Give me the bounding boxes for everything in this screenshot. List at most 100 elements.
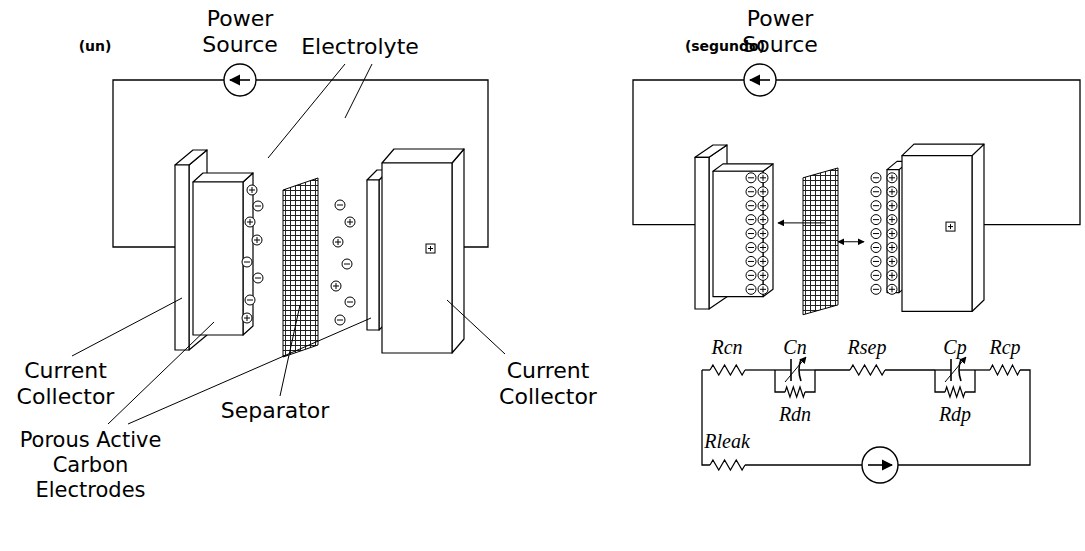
- ion-sign: [892, 286, 893, 292]
- ion-circle: [758, 284, 768, 294]
- ion-circle: [342, 259, 352, 269]
- ion-circle: [247, 185, 257, 195]
- panel-letter: (un): [79, 38, 112, 55]
- ion-circle: [746, 243, 756, 253]
- terminal-sign: [430, 246, 431, 251]
- ion-circle: [746, 201, 756, 211]
- ion-sign: [338, 239, 339, 245]
- ion-circle: [335, 315, 345, 325]
- carbon-electrode-side: [243, 173, 253, 335]
- wire: [935, 369, 951, 370]
- ion-sign: [763, 231, 764, 237]
- negative-ion: [245, 295, 255, 305]
- current-collector-side: [972, 144, 984, 311]
- leader-line: [72, 298, 182, 356]
- component-label: Current Collector: [3, 358, 128, 410]
- negative-ion: [746, 215, 756, 225]
- ion-circle: [746, 215, 756, 225]
- leader-line: [280, 305, 300, 396]
- positive-ion: [245, 217, 255, 227]
- ion-circle: [871, 201, 881, 211]
- positive-ion: [887, 243, 897, 253]
- wire: [935, 370, 945, 392]
- current-collector-top: [695, 145, 727, 157]
- negative-ion: [871, 201, 881, 211]
- ion-circle: [345, 297, 355, 307]
- resistor-symbol: [990, 365, 1020, 375]
- ion-circle: [746, 187, 756, 197]
- negative-ion: [253, 273, 263, 283]
- leader-line: [345, 64, 372, 118]
- circuit-symbol-label: Rleak: [704, 430, 750, 454]
- ion-circle: [331, 281, 341, 291]
- positive-ion: [758, 215, 768, 225]
- resistor-symbol: [850, 365, 885, 375]
- ion-sign: [337, 320, 343, 321]
- wire: [113, 80, 224, 247]
- ion-sign: [873, 261, 879, 262]
- ion-sign: [255, 278, 261, 279]
- ion-sign: [873, 191, 879, 192]
- negative-ion: [871, 229, 881, 239]
- positive-ion: [242, 313, 252, 323]
- ion-sign: [763, 175, 764, 181]
- current-collector-side: [452, 149, 464, 353]
- ion-circle: [887, 173, 897, 183]
- ion-sign: [247, 300, 253, 301]
- ion-sign: [763, 203, 764, 209]
- wire: [898, 370, 1030, 465]
- ion-circle: [746, 229, 756, 239]
- current-collector-front: [695, 157, 709, 309]
- ion-sign: [873, 219, 879, 220]
- circuit-symbol-label: Rdn: [779, 403, 811, 427]
- terminal-mark: [426, 244, 435, 253]
- ion-circle: [871, 187, 881, 197]
- ion-circle: [758, 270, 768, 280]
- capacitor-plate: [959, 359, 961, 381]
- supercapacitor-cell: [113, 64, 488, 357]
- ion-circle: [758, 229, 768, 239]
- ion-sign: [247, 315, 248, 321]
- wire: [745, 464, 862, 465]
- carbon-electrode-top: [713, 164, 773, 171]
- ion-circle: [887, 243, 897, 253]
- positive-ion: [758, 187, 768, 197]
- negative-ion: [746, 187, 756, 197]
- supercapacitor-cell: [633, 64, 1080, 315]
- positive-ion: [887, 215, 897, 225]
- negative-ion: [746, 173, 756, 183]
- wire: [805, 370, 815, 392]
- source-arrow: [750, 79, 770, 81]
- negative-ion: [242, 257, 252, 267]
- negative-ion: [746, 229, 756, 239]
- leader-line: [108, 322, 214, 424]
- negative-ion: [345, 297, 355, 307]
- ion-circle: [887, 215, 897, 225]
- ion-sign: [763, 286, 764, 292]
- ion-sign: [763, 189, 764, 195]
- ion-sign: [337, 205, 343, 206]
- wire: [745, 369, 775, 370]
- positive-ion: [252, 235, 262, 245]
- ion-sign: [347, 302, 353, 303]
- ion-sign: [892, 203, 893, 209]
- ion-sign: [244, 262, 250, 263]
- ion-circle: [887, 284, 897, 294]
- ion-sign: [892, 189, 893, 195]
- positive-ion: [887, 173, 897, 183]
- ion-circle: [345, 217, 355, 227]
- negative-ion: [871, 284, 881, 294]
- negative-ion: [746, 256, 756, 266]
- ion-sign: [748, 233, 754, 234]
- ion-sign: [763, 258, 764, 264]
- negative-ion: [871, 187, 881, 197]
- ion-arrow: [838, 241, 864, 242]
- positive-ion: [887, 256, 897, 266]
- carbon-electrode-front: [713, 171, 763, 296]
- leader-line: [128, 318, 371, 424]
- power-source-symbol: [744, 64, 776, 96]
- positive-ion: [758, 256, 768, 266]
- ion-circle: [871, 243, 881, 253]
- ion-sign: [873, 289, 879, 290]
- component-label: Separator: [221, 398, 330, 424]
